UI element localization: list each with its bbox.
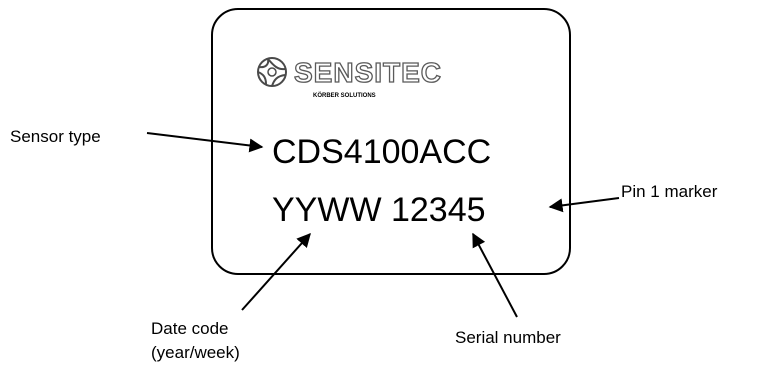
date-code-arrow [241, 232, 311, 311]
sensor-type-arrow [146, 132, 264, 153]
serial-number-label: Serial number [455, 328, 561, 347]
sensitec-logo: SENSITEC KÖRBER SOLUTIONS [257, 56, 442, 99]
logo-brand-text: SENSITEC [294, 57, 442, 88]
date-code-label-line1: Date code [151, 319, 229, 338]
date-code-label-line2: (year/week) [151, 343, 240, 362]
date-serial-marking: YYWW 12345 [272, 191, 486, 229]
logo-tagline-text: KÖRBER SOLUTIONS [313, 92, 376, 99]
aperture-logo-icon [257, 57, 287, 87]
pin1-marker-arrow [548, 197, 620, 213]
sensor-type-label: Sensor type [10, 127, 101, 146]
pin1-marker-label: Pin 1 marker [621, 182, 718, 201]
serial-number-arrow [472, 232, 518, 318]
sensor-type-marking: CDS4100ACC [272, 133, 491, 171]
